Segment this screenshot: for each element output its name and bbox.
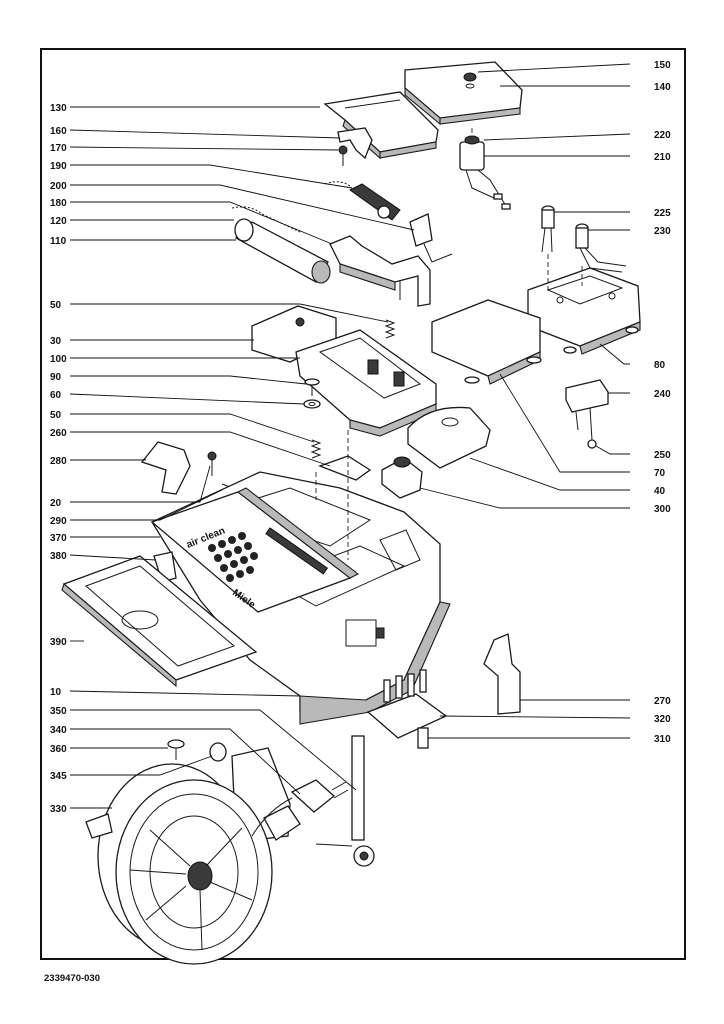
part-switch-210 [459, 135, 511, 210]
callout-370: 370 [50, 533, 67, 544]
part-filter-tray-390 [61, 555, 258, 688]
leader-lines-right [419, 63, 631, 739]
diagram-frame [40, 48, 686, 960]
callout-70: 70 [654, 468, 666, 479]
callout-labels-left: 130 160 170 190 200 180 120 110 50 30 10… [50, 103, 67, 815]
callout-225: 225 [654, 208, 671, 219]
callout-90: 90 [50, 372, 62, 383]
part-knob-300 [381, 456, 423, 499]
callout-50-b: 50 [50, 410, 62, 421]
panel-grille-dots [208, 532, 258, 582]
part-panel-370: air clean Miele [150, 487, 360, 613]
part-rod-350 [315, 735, 375, 867]
leader-lines-left [69, 106, 415, 809]
callout-280: 280 [50, 456, 67, 467]
callout-360: 360 [50, 744, 67, 755]
part-spring-50-top [384, 319, 396, 339]
callout-380: 380 [50, 551, 67, 562]
callout-170: 170 [50, 143, 67, 154]
callout-300: 300 [654, 504, 671, 515]
part-housing-80 [527, 267, 641, 355]
part-spring-50-lower [310, 439, 322, 459]
part-plate-260 [318, 455, 372, 481]
callout-390: 390 [50, 637, 67, 648]
callout-160: 160 [50, 126, 67, 137]
part-bulb-230 [575, 223, 627, 273]
callout-330: 330 [50, 804, 67, 815]
callout-340: 340 [50, 725, 67, 736]
part-hook-270 [483, 633, 521, 715]
callout-20: 20 [50, 498, 62, 509]
callout-50-a: 50 [50, 300, 62, 311]
callout-310: 310 [654, 734, 671, 745]
callout-320: 320 [654, 714, 671, 725]
callout-250: 250 [654, 450, 671, 461]
part-connector-320 [366, 669, 448, 739]
callout-180: 180 [50, 198, 67, 209]
callout-150: 150 [654, 60, 671, 71]
part-screw-90 [304, 378, 320, 396]
callout-210: 210 [654, 152, 671, 163]
part-shaft-190 [349, 183, 453, 263]
callout-260: 260 [50, 428, 67, 439]
part-cap-40 [407, 406, 491, 469]
callout-240: 240 [654, 389, 671, 400]
part-screw-360 [167, 739, 185, 760]
part-grommet-345 [209, 742, 227, 762]
callout-30: 30 [50, 336, 62, 347]
callout-345: 345 [50, 771, 67, 782]
part-capacitor-240 [565, 379, 609, 449]
part-power-plug-340 [251, 779, 349, 837]
callout-190: 190 [50, 161, 67, 172]
part-latch-310 [417, 727, 429, 749]
callout-350: 350 [50, 706, 67, 717]
part-roller-110 [234, 218, 331, 284]
part-washer-60 [303, 399, 321, 409]
document-number: 2339470-030 [44, 973, 100, 984]
part-clip-280 [140, 441, 191, 495]
assembly-dashed-lines [315, 128, 583, 560]
part-screw-20 [207, 451, 217, 476]
part-cover-140 [404, 61, 523, 126]
part-clip-160 [337, 127, 373, 160]
callout-220: 220 [654, 130, 671, 141]
callout-110: 110 [50, 236, 67, 247]
callout-80: 80 [654, 360, 666, 371]
part-bracket-180 [329, 235, 431, 307]
callout-270: 270 [654, 696, 671, 707]
callout-labels-right: 150 140 220 210 225 230 80 240 250 70 40… [654, 60, 671, 745]
callout-100: 100 [50, 354, 67, 365]
callout-230: 230 [654, 226, 671, 237]
callout-200: 200 [50, 181, 67, 192]
callout-10: 10 [50, 687, 62, 698]
part-housing-70 [431, 299, 542, 385]
callout-130: 130 [50, 103, 67, 114]
part-cable-reel-330 [85, 747, 301, 965]
callout-120: 120 [50, 216, 67, 227]
part-screw-170 [338, 145, 348, 166]
part-bulb-225 [541, 205, 555, 253]
callout-290: 290 [50, 516, 67, 527]
callout-40: 40 [654, 486, 666, 497]
callout-60: 60 [50, 390, 62, 401]
callout-140: 140 [654, 82, 671, 93]
